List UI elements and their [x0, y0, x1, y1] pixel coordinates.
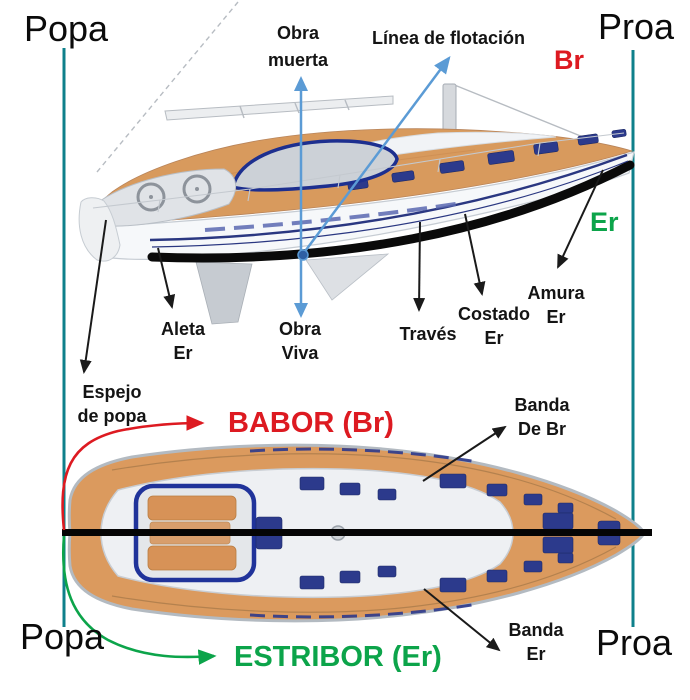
amura-line2: Er — [546, 307, 566, 327]
banda-de-br-line2: De Br — [517, 419, 566, 439]
aleta-er-label: Aleta Er — [133, 317, 233, 365]
obra-muerta-line1: Obra — [276, 23, 319, 43]
proa-label-bottom: Proa — [596, 622, 673, 663]
aleta-line2: Er — [173, 343, 193, 363]
espejo-line2: de popa — [77, 406, 147, 426]
aleta-line1: Aleta — [160, 319, 205, 339]
amura-er-label: Amura Er — [506, 281, 606, 329]
banda-er-label: Banda Er — [486, 618, 586, 666]
costado-arrow — [464, 213, 486, 296]
babor-arrow — [61, 415, 205, 531]
proa-label-top: Proa — [598, 6, 675, 47]
waterline-stripe — [147, 160, 635, 263]
wheel-hub — [195, 187, 199, 191]
lazyjack-lines — [239, 99, 350, 119]
banda-de-br-arrow — [422, 425, 507, 482]
steering-wheel — [182, 174, 212, 204]
traves-arrow — [413, 221, 426, 312]
waterline-dot — [297, 249, 309, 261]
arrow-head-up — [294, 76, 308, 91]
hull-windows-top — [249, 447, 479, 464]
estribor-arrow — [62, 535, 217, 665]
sheer-stripe-thin — [151, 160, 629, 248]
costado-line2: Er — [484, 328, 504, 348]
linea-flotacion-arrow — [301, 55, 451, 255]
espejo-de-popa-arrow — [79, 219, 107, 374]
sheer-stripe — [149, 153, 628, 242]
banda-er-line1: Banda — [508, 620, 564, 640]
banda-er-arrow — [423, 588, 501, 652]
amura-line1: Amura — [527, 283, 585, 303]
aleta-arrow — [157, 247, 176, 309]
banda-de-br-label: Banda De Br — [492, 393, 592, 441]
linea-de-flotacion-label: Línea de flotación — [372, 28, 526, 48]
costado-line1: Costado — [458, 304, 530, 324]
er-label: Er — [590, 207, 619, 237]
popa-label-bottom: Popa — [20, 616, 105, 657]
wheel-hub — [149, 195, 153, 199]
transom — [78, 197, 121, 262]
boom — [164, 95, 394, 121]
obra-muerta-line2: muerta — [267, 50, 329, 70]
hull-windows-bottom — [249, 602, 479, 619]
steering-wheel — [136, 182, 166, 212]
cockpit-side — [96, 168, 237, 227]
sprayhood — [230, 139, 399, 192]
stanchions — [157, 142, 541, 213]
espejo-line1: Espejo — [82, 382, 142, 402]
banda-er-line2: Er — [526, 644, 546, 664]
popa-label-top: Popa — [24, 8, 109, 49]
banda-de-br-line1: Banda — [514, 395, 570, 415]
espejo-de-popa-label: Espejo de popa — [57, 380, 167, 428]
toe-rail-top — [111, 453, 617, 520]
sailboat-side-view — [78, 1, 635, 325]
obra-muerta-label: Obra muerta — [246, 20, 350, 74]
costado-er-label: Costado Er — [444, 302, 544, 350]
amura-arrow — [557, 169, 604, 269]
toe-rail-bottom — [111, 546, 617, 613]
estribor-label: ESTRIBOR (Er) — [234, 641, 442, 673]
babor-label: BABOR (Br) — [228, 407, 394, 439]
obra-viva-line1: Obra — [278, 319, 321, 339]
keel-fin — [195, 261, 253, 325]
traves-label: Través — [399, 324, 457, 344]
cockpit-bench — [147, 495, 237, 521]
backstay-line — [96, 1, 239, 173]
cockpit-bench — [147, 545, 237, 571]
obra-viva-label: Obra Viva — [250, 317, 350, 365]
hull-window-band — [204, 201, 463, 232]
centerline — [62, 529, 652, 536]
arrow-head-down — [294, 303, 308, 318]
rudder-fin — [305, 253, 390, 301]
obra-viva-line2: Viva — [281, 343, 319, 363]
br-label: Br — [554, 45, 585, 75]
